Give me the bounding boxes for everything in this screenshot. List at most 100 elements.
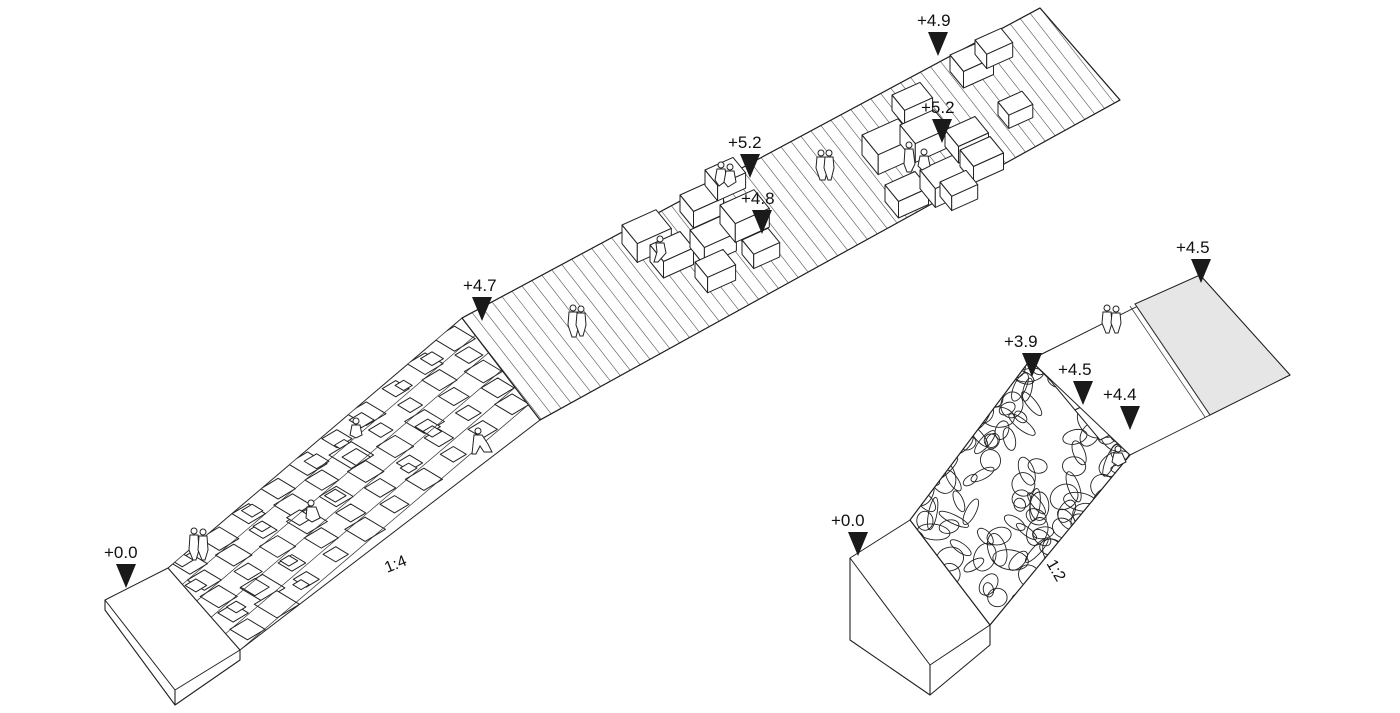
stone bbox=[1068, 606, 1102, 625]
elevation-marker: +4.5 bbox=[1058, 360, 1093, 405]
seating-cubes-cluster-1 bbox=[621, 156, 781, 294]
stone bbox=[992, 549, 1029, 571]
elevation-marker: +4.4 bbox=[1103, 385, 1140, 430]
cube-front bbox=[986, 42, 1014, 70]
boardwalk-plank bbox=[462, 299, 563, 420]
stone bbox=[1122, 536, 1130, 570]
boardwalk-plank bbox=[810, 112, 911, 241]
boardwalk-plank bbox=[501, 278, 603, 407]
paving-tile bbox=[341, 448, 371, 467]
paving-tile bbox=[322, 546, 349, 563]
right-ramp: 1:2 bbox=[849, 274, 1291, 696]
stone bbox=[1035, 601, 1050, 624]
paving-tile bbox=[347, 460, 385, 483]
people-right bbox=[1101, 304, 1127, 467]
boardwalk-plank bbox=[511, 272, 613, 402]
boardwalk-plank bbox=[800, 117, 902, 247]
boardwalk-plank bbox=[591, 229, 692, 359]
stone bbox=[963, 557, 985, 573]
paving-tile bbox=[397, 397, 423, 414]
stone bbox=[1065, 471, 1082, 503]
tile-joint bbox=[196, 350, 492, 602]
stone bbox=[986, 526, 1012, 546]
tile-joint bbox=[210, 366, 506, 618]
stone bbox=[1097, 594, 1123, 623]
stone bbox=[949, 361, 960, 394]
boardwalk-plank bbox=[481, 288, 583, 418]
stone bbox=[912, 360, 949, 383]
paving-tile bbox=[363, 478, 397, 498]
paving-tile bbox=[214, 543, 253, 567]
elevation-marker: +4.8 bbox=[741, 189, 775, 234]
left-ramp-tiled-slope bbox=[167, 317, 541, 651]
person-figure bbox=[714, 161, 737, 188]
paving-tile bbox=[258, 535, 297, 558]
stone bbox=[962, 401, 989, 413]
stone bbox=[1082, 521, 1102, 544]
stone bbox=[962, 498, 980, 525]
stone bbox=[1027, 458, 1048, 474]
stone bbox=[1099, 604, 1117, 621]
person-figure bbox=[1111, 445, 1127, 467]
stone bbox=[1108, 537, 1124, 554]
stone bbox=[1125, 608, 1130, 625]
stone bbox=[1090, 511, 1117, 525]
boardwalk-plank bbox=[930, 48, 1031, 177]
stone bbox=[916, 510, 934, 531]
stone bbox=[1091, 555, 1118, 586]
stone bbox=[1104, 581, 1125, 596]
stone bbox=[1071, 440, 1087, 466]
elevation-label: +0.0 bbox=[104, 543, 138, 562]
paving-tile bbox=[454, 404, 482, 422]
cube-front bbox=[898, 187, 929, 219]
elevation-label: +4.5 bbox=[1176, 238, 1210, 257]
person-figure bbox=[815, 149, 835, 181]
paving-tile bbox=[394, 379, 413, 392]
stone bbox=[949, 539, 972, 557]
stone bbox=[963, 411, 978, 423]
paving-tile bbox=[420, 351, 444, 367]
tile-joint bbox=[225, 383, 520, 634]
paving-tile bbox=[226, 600, 247, 614]
cube-front bbox=[951, 184, 979, 212]
paving-tile bbox=[422, 425, 443, 438]
stone bbox=[978, 573, 999, 596]
stone bbox=[1045, 588, 1059, 624]
paving-tile bbox=[279, 555, 299, 567]
stone bbox=[910, 432, 935, 452]
stone bbox=[1113, 542, 1130, 564]
paving-tile bbox=[379, 495, 410, 514]
stone bbox=[1093, 520, 1116, 542]
stone bbox=[960, 360, 987, 371]
stone bbox=[934, 424, 948, 442]
paving-tile bbox=[438, 386, 470, 407]
cube-front bbox=[663, 247, 694, 279]
stone bbox=[985, 433, 1000, 450]
stone bbox=[1003, 514, 1026, 531]
stone bbox=[994, 420, 1010, 440]
elevation-label: +4.8 bbox=[741, 189, 775, 208]
stone bbox=[1032, 526, 1055, 540]
stone bbox=[1111, 513, 1130, 534]
stone bbox=[1044, 608, 1059, 623]
elevation-label: +3.9 bbox=[1004, 332, 1038, 351]
elevation-marker: +3.9 bbox=[1004, 332, 1042, 377]
stone bbox=[986, 533, 1008, 567]
paving-tile bbox=[324, 488, 347, 503]
elevation-marker: +5.2 bbox=[728, 133, 762, 178]
stone bbox=[931, 373, 953, 397]
stone bbox=[1016, 522, 1038, 540]
boardwalk-plank bbox=[750, 144, 852, 273]
stone bbox=[910, 444, 915, 460]
people-left bbox=[188, 141, 931, 561]
paving-tile bbox=[292, 579, 310, 591]
boardwalk-plank bbox=[1009, 8, 1111, 134]
stone bbox=[974, 430, 996, 455]
paving-tile bbox=[439, 446, 467, 463]
paving-tile bbox=[404, 467, 443, 491]
boardwalk-plank bbox=[780, 128, 882, 257]
boardwalk-plank bbox=[730, 155, 832, 284]
stone bbox=[910, 373, 915, 390]
stone bbox=[910, 378, 925, 408]
